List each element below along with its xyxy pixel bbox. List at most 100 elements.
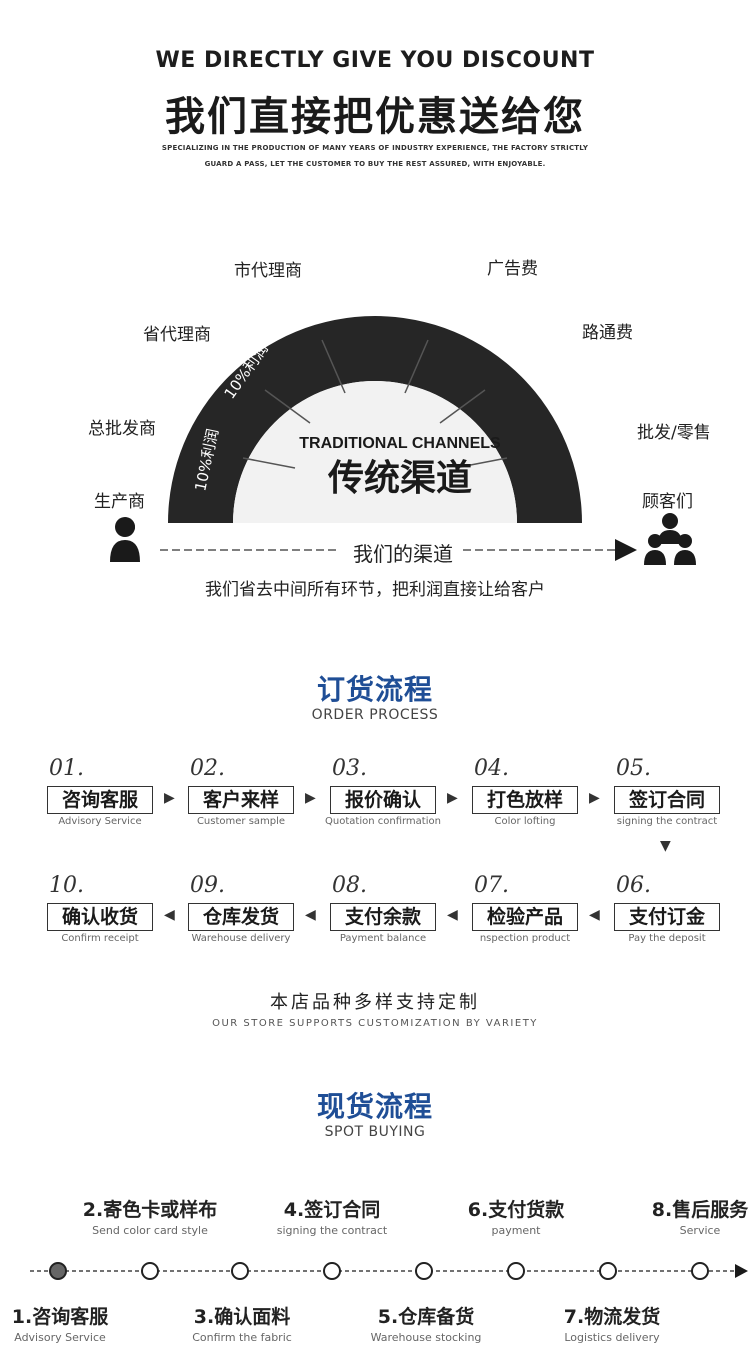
header-title-en: WE DIRECTLY GIVE YOU DISCOUNT — [155, 48, 595, 73]
arc-profit-4: 10%利润 — [448, 282, 513, 324]
label-wholesale-retail: 批发/零售 — [637, 423, 711, 443]
label-road-fee: 路通费 — [582, 323, 633, 343]
single-person-icon — [110, 517, 140, 562]
step-number: 01. — [49, 756, 84, 781]
step-label: 打色放样 — [472, 786, 578, 814]
spot-timeline — [30, 1262, 748, 1280]
arrow-right-icon: ▶ — [164, 790, 175, 806]
our-channel-arrow — [160, 539, 637, 561]
spot-title-en: SPOT BUYING — [324, 1124, 426, 1140]
spot-step-top: 6.支付货款 payment — [426, 1195, 606, 1237]
customization-en: OUR STORE SUPPORTS CUSTOMIZATION BY VARI… — [212, 1018, 538, 1029]
spot-step-label: 8.售后服务 — [651, 1199, 749, 1221]
arrow-left-icon: ◀ — [447, 907, 458, 923]
our-channel-label: 我们的渠道 — [353, 542, 453, 566]
step-label: 检验产品 — [472, 903, 578, 931]
timeline-node — [141, 1262, 159, 1280]
timeline-arrow-icon — [735, 1264, 748, 1278]
step-number: 10. — [49, 873, 84, 898]
spot-step-bottom: 1.咨询客服 Advisory Service — [0, 1302, 150, 1344]
order-title-en: ORDER PROCESS — [311, 707, 439, 723]
step-label-en: Advisory Service — [58, 816, 142, 827]
arc-profit-5: 10%利润 — [525, 326, 578, 387]
step-label-en: Warehouse delivery — [191, 933, 291, 944]
step-label: 签订合同 — [614, 786, 720, 814]
arrow-left-icon: ◀ — [305, 907, 316, 923]
timeline-node — [691, 1262, 709, 1280]
timeline-node — [415, 1262, 433, 1280]
label-general-wholesaler: 总批发商 — [88, 419, 156, 439]
step-number: 05. — [616, 756, 651, 781]
spot-step-label-en: signing the contract — [276, 1224, 388, 1237]
arrow-left-icon: ◀ — [164, 907, 175, 923]
order-title-cn: 订货流程 — [316, 673, 433, 706]
header-title-cn: 我们直接把优惠送给您 — [165, 94, 585, 140]
spot-step-label-en: Service — [679, 1224, 721, 1237]
step-label-en: Confirm receipt — [61, 933, 139, 944]
step-label-en: Quotation confirmation — [325, 816, 441, 827]
channel-center-cn: 传统渠道 — [327, 458, 472, 499]
spot-step-label: 1.咨询客服 — [11, 1306, 109, 1328]
step-label: 咨询客服 — [47, 786, 153, 814]
spot-step-label: 2.寄色卡或样布 — [82, 1199, 218, 1221]
spot-step-label-en: Confirm the fabric — [192, 1331, 292, 1344]
arc-profit-6: 10%利润 — [581, 407, 614, 473]
channel-center-en: TRADITIONAL CHANNELS — [299, 435, 501, 452]
timeline-node — [231, 1262, 249, 1280]
step-number: 08. — [332, 873, 367, 898]
spot-step-label: 5.仓库备货 — [377, 1306, 475, 1328]
step-number: 03. — [332, 756, 367, 781]
step-label: 报价确认 — [330, 786, 436, 814]
spot-title-cn: 现货流程 — [316, 1090, 433, 1123]
step-label-en: signing the contract — [616, 816, 718, 827]
step-number: 02. — [190, 756, 225, 781]
step-label: 仓库发货 — [188, 903, 294, 931]
arrow-right-icon: ▶ — [589, 790, 600, 806]
step-number: 04. — [474, 756, 509, 781]
step-number: 06. — [616, 873, 651, 898]
spot-step-label-en: Send color card style — [92, 1224, 208, 1237]
spot-step-top: 2.寄色卡或样布 Send color card style — [60, 1195, 240, 1237]
arrow-right-icon: ▶ — [447, 790, 458, 806]
spot-step-label: 3.确认面料 — [193, 1306, 291, 1328]
label-customers: 顾客们 — [642, 492, 693, 512]
arrow-down-icon: ▼ — [660, 838, 671, 854]
spot-step-top: 4.签订合同 signing the contract — [242, 1195, 422, 1237]
spot-step-label-en: payment — [491, 1224, 541, 1237]
arrow-left-icon: ◀ — [589, 907, 600, 923]
label-producer: 生产商 — [94, 492, 145, 512]
step-label-en: nspection product — [479, 933, 571, 944]
step-label-en: Color lofting — [494, 816, 556, 827]
timeline-node — [599, 1262, 617, 1280]
timeline-node — [507, 1262, 525, 1280]
spot-step-label-en: Logistics delivery — [564, 1331, 660, 1344]
timeline-node — [49, 1262, 67, 1280]
step-number: 07. — [474, 873, 509, 898]
step-label-en: Customer sample — [196, 816, 286, 827]
spot-step-label-en: Warehouse stocking — [370, 1331, 482, 1344]
step-label: 支付订金 — [614, 903, 720, 931]
step-label-en: Payment balance — [339, 933, 427, 944]
spot-step-label: 4.签订合同 — [283, 1199, 381, 1221]
our-channel-note: 我们省去中间所有环节，把利润直接让给客户 — [205, 580, 545, 600]
label-city-agent: 市代理商 — [234, 261, 302, 281]
customers-group-icon — [644, 513, 696, 565]
spot-step-bottom: 5.仓库备货 Warehouse stocking — [336, 1302, 516, 1344]
label-advertising-fee: 广告费 — [487, 259, 538, 279]
spot-step-bottom: 7.物流发货 Logistics delivery — [522, 1302, 702, 1344]
spot-step-label: 7.物流发货 — [563, 1306, 661, 1328]
step-label: 支付余款 — [330, 903, 436, 931]
arc-band — [168, 316, 582, 523]
spot-step-label: 6.支付货款 — [467, 1199, 565, 1221]
customization-cn: 本店品种多样支持定制 — [270, 992, 480, 1013]
arc-inner — [233, 381, 517, 523]
spot-step-bottom: 3.确认面料 Confirm the fabric — [152, 1302, 332, 1344]
step-number: 09. — [190, 873, 225, 898]
arrow-right-icon: ▶ — [305, 790, 316, 806]
channel-diagram: 10%利润 10%利润 10%利润 10%利润 10%利润 10%利润 TRAD… — [117, 282, 614, 530]
header-subtitle-2: GUARD A PASS, LET THE CUSTOMER TO BUY TH… — [204, 160, 546, 168]
timeline-node — [323, 1262, 341, 1280]
step-label: 客户来样 — [188, 786, 294, 814]
spot-step-label-en: Advisory Service — [14, 1331, 106, 1344]
step-label-en: Pay the deposit — [628, 933, 706, 944]
